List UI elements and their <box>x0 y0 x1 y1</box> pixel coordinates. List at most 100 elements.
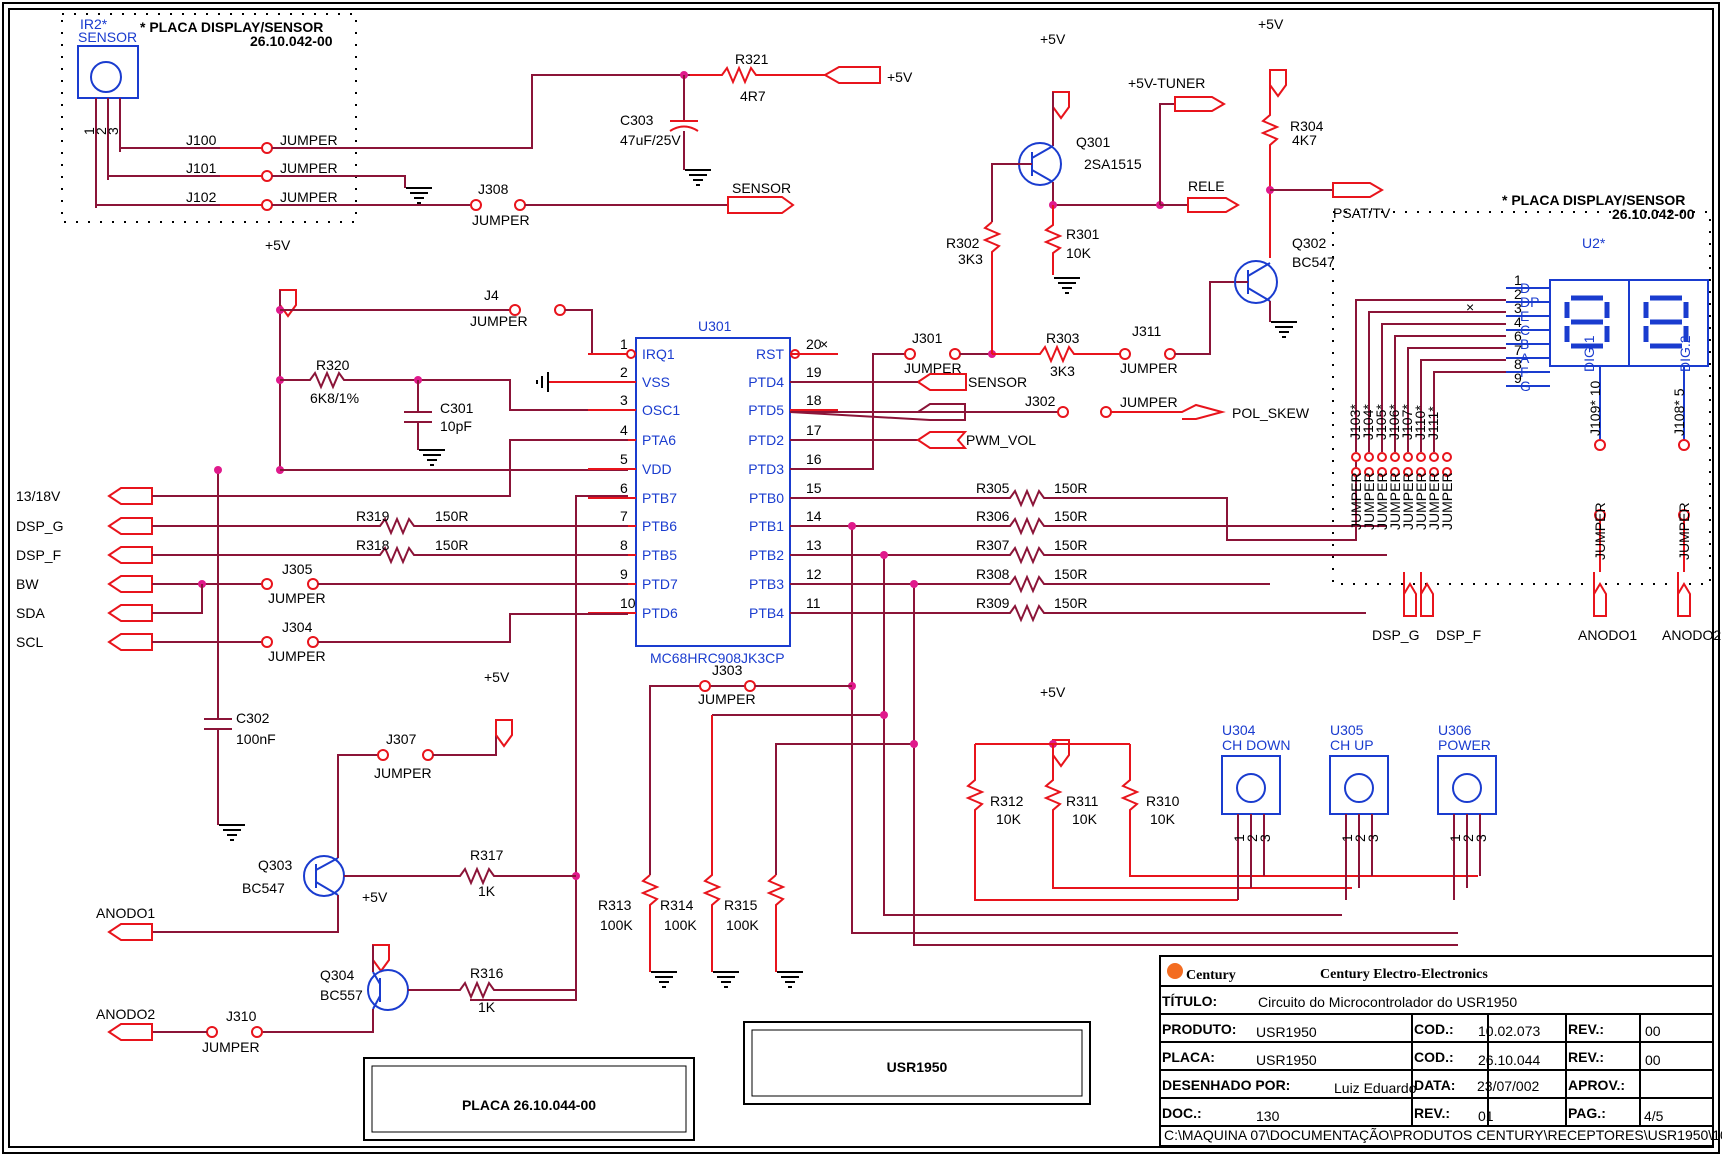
svg-text:10K: 10K <box>1066 245 1092 261</box>
svg-text:J301: J301 <box>912 330 943 346</box>
svg-text:150R: 150R <box>1054 566 1087 582</box>
svg-text:2: 2 <box>1460 834 1476 842</box>
svg-text:J308: J308 <box>478 181 509 197</box>
svg-text:POL_SKEW: POL_SKEW <box>1232 405 1310 421</box>
ic-pin-num: 8 <box>620 537 628 553</box>
svg-text:JUMPER: JUMPER <box>904 360 962 376</box>
svg-text:COD.:: COD.: <box>1414 1049 1454 1065</box>
svg-text:47uF/25V: 47uF/25V <box>620 132 681 148</box>
r319-wire <box>152 516 628 536</box>
connector-label: SDA <box>16 605 45 621</box>
connector-arrow <box>107 575 153 593</box>
svg-text:R315: R315 <box>724 897 758 913</box>
svg-text:JUMPER: JUMPER <box>1361 472 1377 530</box>
ic-pin-num: 16 <box>806 451 822 467</box>
svg-text:23/07/002: 23/07/002 <box>1477 1078 1539 1094</box>
svg-text:10K: 10K <box>996 811 1022 827</box>
ic-pin-label: PTB0 <box>749 490 784 506</box>
svg-text:01: 01 <box>1478 1108 1494 1124</box>
svg-text:J4: J4 <box>484 287 499 303</box>
svg-text:R312: R312 <box>990 793 1024 809</box>
r318-wire <box>152 545 628 565</box>
svg-text:JUMPER: JUMPER <box>268 648 326 664</box>
ir-pin1: 1 <box>81 127 97 135</box>
svg-text:C302: C302 <box>236 710 270 726</box>
svg-text:J305: J305 <box>282 561 313 577</box>
ic-pin-label: PTD6 <box>642 605 678 621</box>
connector-label: SCL <box>16 634 43 650</box>
ic-pin-label: PTB6 <box>642 518 677 534</box>
svg-text:+5V-TUNER: +5V-TUNER <box>1128 75 1205 91</box>
display-jumper-ref: J110* <box>1412 405 1428 440</box>
svg-text:U305: U305 <box>1330 722 1364 738</box>
svg-text:J302: J302 <box>1025 393 1056 409</box>
svg-text:R305: R305 <box>976 480 1010 496</box>
connector-arrow <box>107 633 153 651</box>
display-jumper-ref: J103* <box>1347 404 1363 440</box>
display-jumper-ref: J111* <box>1425 406 1441 440</box>
ir-sensor: IR2* SENSOR 1 2 3 <box>77 16 139 208</box>
svg-text:+5V: +5V <box>265 237 291 253</box>
svg-text:R308: R308 <box>976 566 1010 582</box>
svg-text:100nF: 100nF <box>236 731 276 747</box>
connector-label: DSP_F <box>16 547 61 563</box>
svg-text:REV.:: REV.: <box>1568 1049 1604 1065</box>
ic-pin-label: PTB4 <box>749 605 784 621</box>
svg-text:×: × <box>1466 299 1474 315</box>
sensor-out: SENSOR <box>968 374 1027 390</box>
r318-label: R318 <box>356 537 390 553</box>
svg-text:J108* 5: J108* 5 <box>1671 388 1687 436</box>
svg-text:150R: 150R <box>1054 595 1087 611</box>
svg-text:+5V: +5V <box>362 889 388 905</box>
svg-text:DESENHADO POR:: DESENHADO POR: <box>1162 1077 1290 1093</box>
svg-text:U304: U304 <box>1222 722 1256 738</box>
svg-text:R320: R320 <box>316 357 350 373</box>
ic-pin-label: PTA6 <box>642 432 676 448</box>
svg-text:BC547: BC547 <box>242 880 285 896</box>
ic-pin-num: 9 <box>620 566 628 582</box>
svg-text:JUMPER: JUMPER <box>1374 472 1390 530</box>
svg-text:3K3: 3K3 <box>958 251 983 267</box>
ic-pin-label: PTB2 <box>749 547 784 563</box>
svg-text:R302: R302 <box>946 235 980 251</box>
svg-text:APROV.:: APROV.: <box>1568 1077 1625 1093</box>
pta6-wire <box>152 439 628 497</box>
svg-text:ANODO1: ANODO1 <box>1578 627 1637 643</box>
svg-text:1: 1 <box>1447 834 1463 842</box>
svg-text:C301: C301 <box>440 400 474 416</box>
svg-text:26.10.042-00: 26.10.042-00 <box>1612 206 1695 222</box>
ic-pin-num: 6 <box>620 480 628 496</box>
ic-pin-label: PTD5 <box>748 402 784 418</box>
svg-text:JUMPER: JUMPER <box>202 1039 260 1055</box>
connector-label: DSP_G <box>16 518 63 534</box>
svg-text:ANODO1: ANODO1 <box>96 905 155 921</box>
svg-text:BC547: BC547 <box>1292 254 1335 270</box>
display-pin-label: D <box>1520 280 1530 296</box>
svg-text:100K: 100K <box>726 917 759 933</box>
ic-pin-label: PTB7 <box>642 490 677 506</box>
svg-text:1K: 1K <box>478 999 496 1015</box>
ic-pin-num: 18 <box>806 392 822 408</box>
svg-text:4K7: 4K7 <box>1292 132 1317 148</box>
display-pin-label: C <box>1520 322 1530 338</box>
svg-text:+5V: +5V <box>1258 16 1284 32</box>
svg-text:PRODUTO:: PRODUTO: <box>1162 1021 1236 1037</box>
ptb7-wire <box>470 495 628 1001</box>
ic-pin-label: VSS <box>642 374 670 390</box>
ic-pin-label: PTB5 <box>642 547 677 563</box>
svg-text:JUMPER: JUMPER <box>1120 394 1178 410</box>
sensor-box-code: 26.10.042-00 <box>250 33 333 49</box>
display-jumpers: J103*JUMPERJ104*JUMPERJ105*JUMPERJ106*JU… <box>1347 299 1506 530</box>
anode-jumpers: J109* 10 JUMPER ANODO1 J108* 5 JUMPER AN… <box>1578 366 1721 643</box>
svg-text:150R: 150R <box>1054 480 1087 496</box>
svg-text:4R7: 4R7 <box>740 88 766 104</box>
svg-text:00: 00 <box>1645 1052 1661 1068</box>
